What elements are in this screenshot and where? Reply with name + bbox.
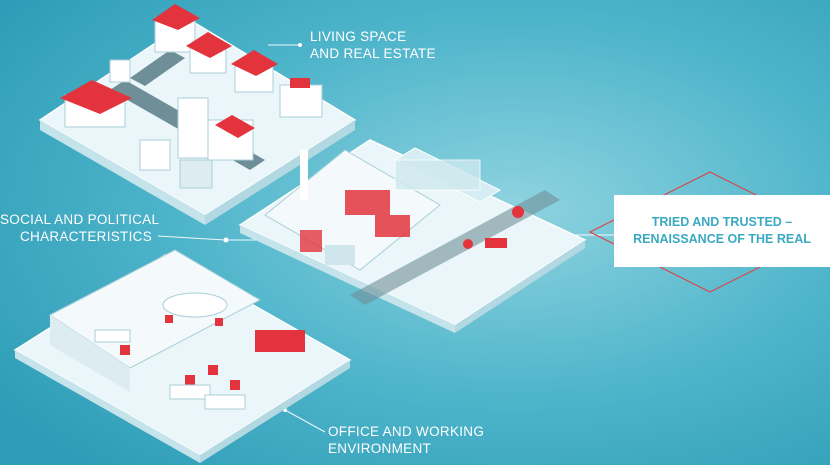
- red-sofa: [255, 330, 305, 352]
- interior-platform: [238, 139, 587, 333]
- house-4: [60, 80, 132, 128]
- house-3: [231, 50, 278, 93]
- callout-text: TRIED AND TRUSTED – RENAISSANCE OF THE R…: [633, 214, 811, 248]
- label-office-line-1: OFFICE AND WORKING: [328, 424, 485, 439]
- apartment-block: [177, 97, 255, 161]
- label-living-space-line-1: LIVING SPACE: [310, 29, 407, 44]
- label-living-space-line-2: AND REAL ESTATE: [310, 46, 436, 61]
- desks: [94, 329, 246, 410]
- label-office-line-2: ENVIRONMENT: [328, 441, 432, 456]
- connector-dots: [223, 43, 302, 412]
- street-items: [463, 206, 524, 249]
- callout-box: TRIED AND TRUSTED – RENAISSANCE OF THE R…: [614, 195, 830, 267]
- label-living-space: LIVING SPACE AND REAL ESTATE: [310, 28, 436, 62]
- house-2: [186, 32, 232, 74]
- label-social-political-line-2: CHARACTERISTICS: [19, 229, 152, 244]
- label-office-environment: OFFICE AND WORKING ENVIRONMENT: [328, 423, 484, 457]
- meeting-table: [162, 292, 228, 318]
- greenhouse: [393, 147, 502, 203]
- callout-line-2: RENAISSANCE OF THE REAL: [633, 232, 811, 246]
- label-social-political-line-1: SOCIAL AND POLITICAL: [0, 212, 160, 227]
- house-1: [152, 4, 200, 53]
- small-buildings: [109, 59, 213, 189]
- label-social-political: SOCIAL AND POLITICAL CHARACTERISTICS: [0, 211, 160, 245]
- office-chairs: [120, 315, 240, 390]
- shop-building: [279, 78, 323, 118]
- office-platform: [13, 249, 352, 463]
- living-space-platform: [38, 4, 357, 225]
- callout-line-1: TRIED AND TRUSTED –: [651, 215, 793, 229]
